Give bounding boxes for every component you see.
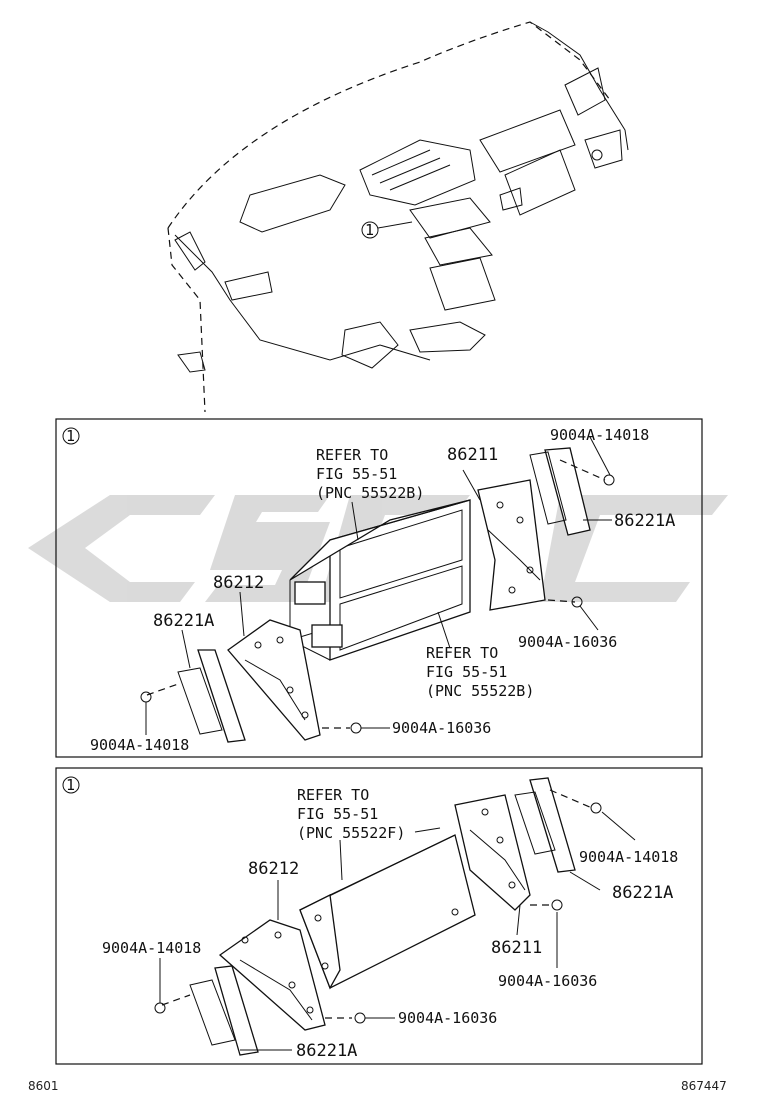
p1-label-86221a-left: 86221A — [153, 611, 214, 631]
p1-refer-bottom-2: FIG 55-51 — [426, 663, 507, 681]
p2-label-16036-bottom: 9004A-16036 — [398, 1009, 497, 1027]
panel2-drawing — [154, 777, 602, 1056]
p1-label-14018-bottom: 9004A-14018 — [90, 736, 189, 754]
footer-left: 8601 — [28, 1079, 59, 1093]
dashboard-illustration — [167, 21, 629, 413]
p1-callout-text: 1 — [66, 427, 75, 445]
panel1-leaders — [145, 436, 612, 735]
p2-label-86211: 86211 — [491, 938, 542, 958]
panel1-callout — [62, 427, 80, 445]
p1-label-86211: 86211 — [447, 445, 498, 465]
p2-refer-3: (PNC 55522F) — [297, 824, 405, 842]
p1-label-86221a-right: 86221A — [614, 511, 675, 531]
dashboard-callout: 1 — [361, 221, 413, 239]
p1-refer-top-3: (PNC 55522B) — [316, 484, 424, 502]
p1-label-16036-right: 9004A-16036 — [518, 633, 617, 651]
p2-callout-text: 1 — [66, 776, 75, 794]
p1-refer-top-2: FIG 55-51 — [316, 465, 397, 483]
p1-refer-top-1: REFER TO — [316, 446, 388, 464]
footer-right: 867447 — [681, 1079, 727, 1093]
p1-label-16036-bottom: 9004A-16036 — [392, 719, 491, 737]
panel1-drawing — [140, 447, 615, 743]
panel2-callout — [62, 776, 80, 794]
p2-label-16036-right: 9004A-16036 — [498, 972, 597, 990]
p1-refer-bottom-1: REFER TO — [426, 644, 498, 662]
p2-label-86221a-right: 86221A — [612, 883, 673, 903]
p1-refer-bottom-3: (PNC 55522B) — [426, 682, 534, 700]
p2-label-86221a-bottom: 86221A — [296, 1041, 357, 1061]
p2-refer-1: REFER TO — [297, 786, 369, 804]
p1-label-14018-top: 9004A-14018 — [550, 426, 649, 444]
p2-label-14018-right: 9004A-14018 — [579, 848, 678, 866]
panel1-frame — [55, 418, 703, 758]
p2-refer-2: FIG 55-51 — [297, 805, 378, 823]
panel2-leaders — [159, 811, 636, 1051]
svg-text:1: 1 — [365, 221, 374, 239]
p2-label-14018-left: 9004A-14018 — [102, 939, 201, 957]
p2-label-86212: 86212 — [248, 859, 299, 879]
p1-label-86212: 86212 — [213, 573, 264, 593]
panel2-frame — [55, 767, 703, 1065]
